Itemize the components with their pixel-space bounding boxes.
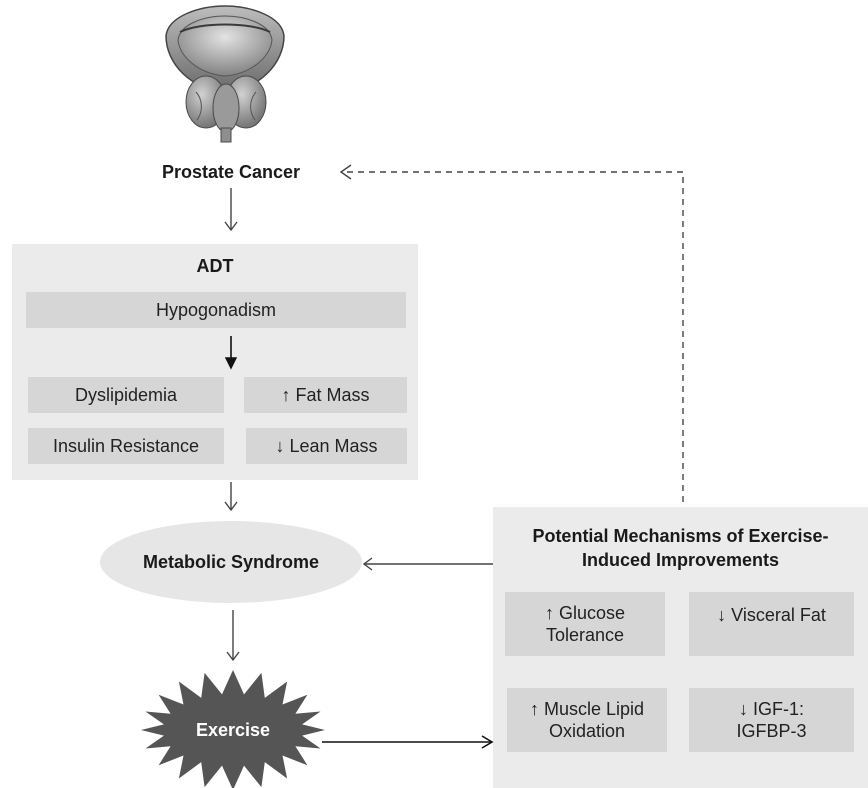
lean-mass-cell: ↓ Lean Mass: [246, 428, 407, 464]
prostate-cancer-label: Prostate Cancer: [161, 162, 301, 182]
dyslipidemia-cell: Dyslipidemia: [28, 377, 224, 413]
metabolic-syndrome-label: Metabolic Syndrome: [142, 552, 320, 572]
muscle-lipid-oxidation-cell: ↑ Muscle Lipid Oxidation: [507, 688, 667, 752]
connector-arrows: [224, 164, 684, 749]
exercise-label: Exercise: [195, 720, 271, 740]
prostate-bladder-illustration: [165, 5, 285, 143]
adt-title: ADT: [196, 256, 234, 276]
metabolic-syndrome-ellipse: [100, 521, 362, 603]
insulin-resistance-cell: Insulin Resistance: [28, 428, 224, 464]
igf-ratio-cell: ↓ IGF-1: IGFBP-3: [689, 688, 854, 752]
mechanisms-title: Potential Mechanisms of Exercise-Induced…: [532, 526, 829, 571]
visceral-fat-cell: ↓ Visceral Fat: [689, 592, 854, 656]
hypogonadism-cell: Hypogonadism: [26, 292, 406, 328]
glucose-tolerance-cell: ↑ Glucose Tolerance: [505, 592, 665, 656]
exercise-starburst: [141, 670, 325, 788]
fat-mass-cell: ↑ Fat Mass: [244, 377, 407, 413]
